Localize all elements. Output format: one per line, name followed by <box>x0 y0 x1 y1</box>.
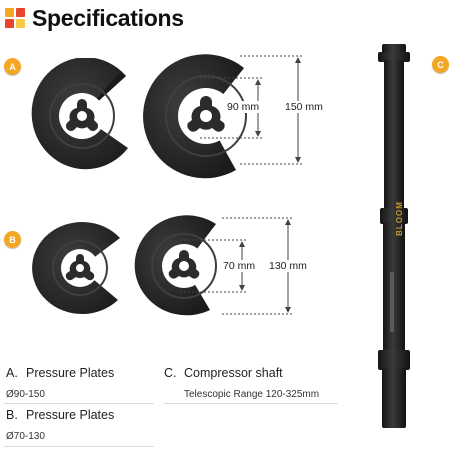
caption-c-divider <box>164 403 338 404</box>
brand-logo-icon <box>5 8 25 28</box>
caption-c-letter: C. <box>164 366 177 380</box>
caption-a-divider <box>4 403 154 404</box>
plate-b-outer-diameter: 130 mm <box>268 260 308 272</box>
plate-b-small <box>32 221 120 314</box>
plate-a-small <box>31 58 128 170</box>
plate-a-large <box>143 54 247 179</box>
caption-a-detail: Ø90-150 <box>6 389 45 400</box>
compressor-shaft <box>378 44 410 428</box>
header: Specifications <box>4 4 184 32</box>
badge-a: A <box>4 58 21 75</box>
badge-c: C <box>432 56 449 73</box>
caption-c-detail: Telescopic Range 120-325mm <box>184 389 320 400</box>
shaft-brand-text: BLOOM <box>394 201 404 236</box>
caption-b-title: Pressure Plates <box>26 408 115 422</box>
page-title: Specifications <box>32 5 184 31</box>
plate-a-outer-diameter: 150 mm <box>284 101 324 113</box>
caption-a-letter: A. <box>6 366 18 380</box>
caption-a-title: Pressure Plates <box>26 366 115 380</box>
caption-b-letter: B. <box>6 408 18 422</box>
plate-b-inner-diameter: 70 mm <box>222 260 257 272</box>
caption-b-detail: Ø70-130 <box>6 431 45 442</box>
caption-b-divider <box>4 446 154 447</box>
caption-c-title: Compressor shaft <box>184 366 283 380</box>
badge-b: B <box>4 231 21 248</box>
plate-a-inner-diameter: 90 mm <box>226 101 261 113</box>
